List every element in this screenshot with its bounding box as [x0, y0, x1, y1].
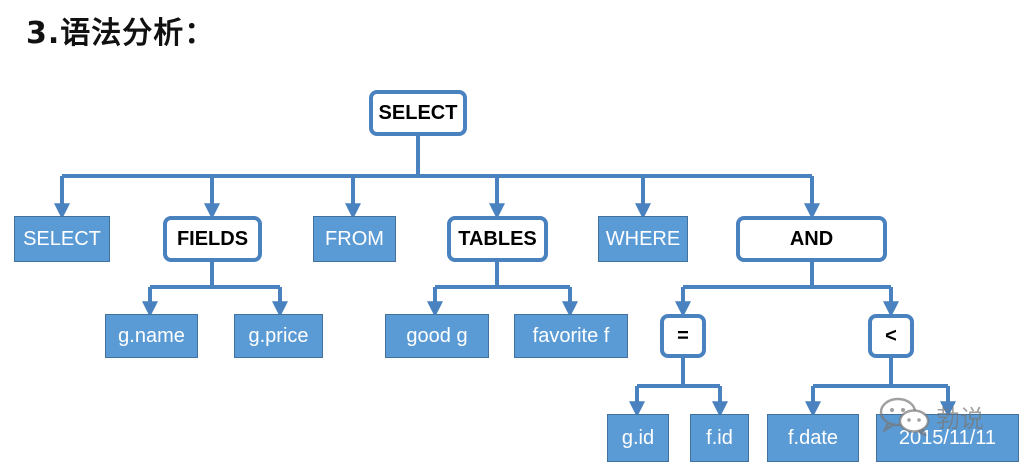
node-fields: FIELDS	[163, 216, 262, 262]
node-favorite-f: favorite f	[514, 314, 628, 358]
node-where-keyword: WHERE	[598, 216, 688, 262]
node-g-price: g.price	[234, 314, 323, 358]
node-root-select: SELECT	[369, 90, 467, 136]
node-g-name: g.name	[105, 314, 198, 358]
node-date-literal: 2015/11/11	[876, 414, 1019, 462]
node-tables: TABLES	[447, 216, 548, 262]
node-f-date: f.date	[767, 414, 859, 462]
node-from-keyword: FROM	[313, 216, 396, 262]
node-equals-operator: =	[660, 314, 706, 358]
page-title: 3.语法分析：	[26, 16, 216, 51]
node-g-id: g.id	[607, 414, 669, 462]
node-good-g: good g	[385, 314, 489, 358]
node-select-keyword: SELECT	[14, 216, 110, 262]
node-and-operator: AND	[736, 216, 887, 262]
node-less-than-operator: <	[868, 314, 914, 358]
node-f-id: f.id	[690, 414, 749, 462]
